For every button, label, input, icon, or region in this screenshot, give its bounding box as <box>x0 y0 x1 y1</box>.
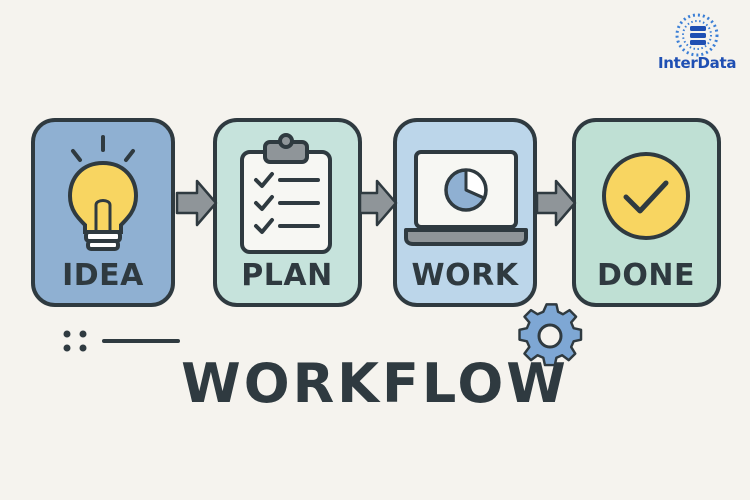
step-label-plan: PLAN <box>241 258 333 293</box>
lightbulb-icon <box>67 135 139 251</box>
step-label-idea: IDEA <box>62 258 144 293</box>
arrow-icon <box>175 179 218 227</box>
laptop-chart-icon <box>404 150 528 246</box>
step-label-done: DONE <box>596 258 695 293</box>
step-label-work: WORK <box>411 258 519 293</box>
page-title: WORKFLOW <box>181 352 569 415</box>
checkmark-circle-icon <box>602 152 690 240</box>
arrow-icon <box>358 179 398 227</box>
arrow-icon <box>535 179 577 227</box>
clipboard-checklist-icon <box>240 133 332 254</box>
gear-icon <box>518 303 583 367</box>
interdata-logo-icon <box>675 13 719 57</box>
brand-name: InterData <box>658 54 737 72</box>
decorative-dots-icon <box>63 330 87 352</box>
